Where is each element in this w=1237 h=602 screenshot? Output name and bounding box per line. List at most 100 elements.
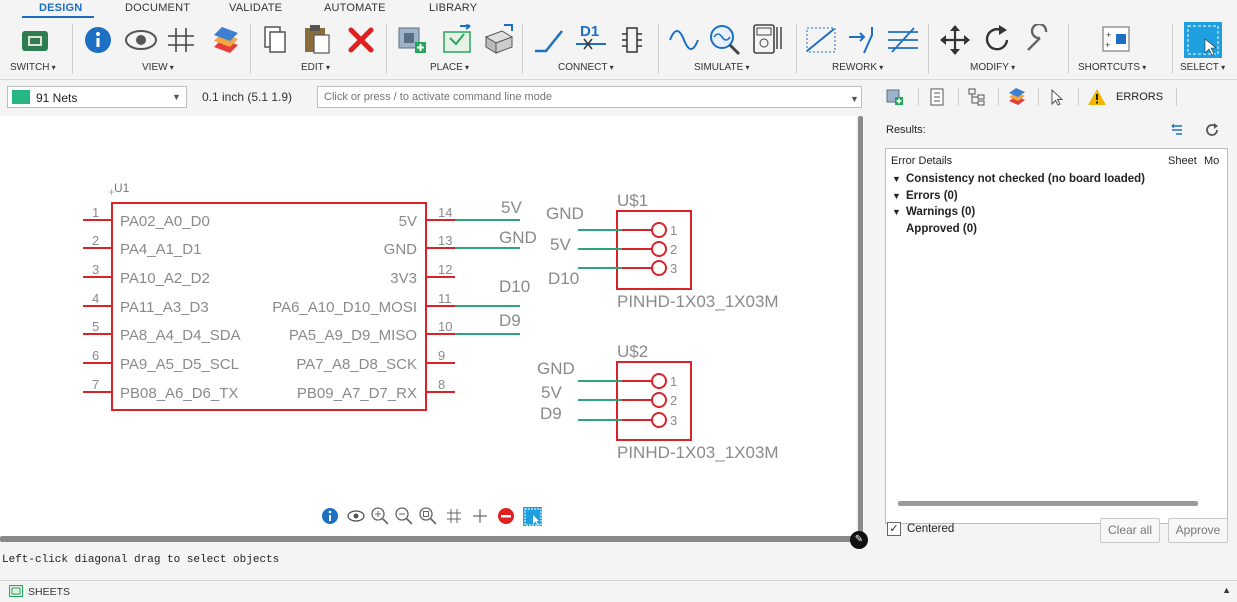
- expand-icon[interactable]: ▲: [1222, 585, 1231, 595]
- pin-number: 11: [438, 291, 452, 306]
- copy-icon[interactable]: [262, 25, 288, 55]
- tree-item-label: Approved (0): [906, 223, 977, 235]
- shortcuts-menu[interactable]: SHORTCUTS: [1078, 62, 1146, 73]
- scrollbar-thumb[interactable]: [858, 116, 863, 536]
- grid-icon[interactable]: [444, 506, 464, 526]
- us2-value: PINHD-1X03_1X03M: [617, 443, 779, 462]
- view-menu[interactable]: VIEW: [142, 62, 174, 73]
- delete-icon[interactable]: [346, 26, 376, 54]
- info-icon[interactable]: [320, 506, 340, 526]
- info-icon[interactable]: [84, 26, 112, 54]
- connect-menu[interactable]: CONNECT: [558, 62, 614, 73]
- status-message: Left-click diagonal drag to select objec…: [2, 554, 280, 566]
- add-part-icon[interactable]: [396, 25, 428, 55]
- tree-item-consistency[interactable]: ▼Consistency not checked (no board loade…: [892, 173, 1145, 185]
- tab-selection-icon[interactable]: [1046, 87, 1068, 107]
- schematic-canvas[interactable]: U1 + 1 2 3 4 5 6 7 PA02_: [0, 116, 856, 538]
- tab-add-part-icon[interactable]: [884, 87, 906, 107]
- place-menu[interactable]: PLACE: [430, 62, 469, 73]
- tab-layers-icon[interactable]: [1006, 87, 1028, 107]
- shortcuts-icon[interactable]: ++: [1100, 24, 1132, 54]
- multimeter-icon[interactable]: [750, 23, 786, 57]
- canvas-corner-icon[interactable]: ✎: [850, 531, 868, 549]
- chevron-down-icon[interactable]: ▼: [892, 174, 901, 184]
- sheets-bar[interactable]: SHEETS ▲: [0, 580, 1237, 602]
- stop-icon[interactable]: [496, 506, 516, 526]
- approve-button[interactable]: Approve: [1168, 518, 1228, 543]
- board-switch-icon[interactable]: [20, 27, 50, 55]
- pin-number: 2: [670, 242, 677, 257]
- eye-icon[interactable]: [346, 506, 366, 526]
- layer-select[interactable]: 91 Nets ▼: [7, 86, 187, 108]
- results-horizontal-scrollbar[interactable]: [898, 501, 1198, 506]
- waveform-icon[interactable]: [668, 26, 700, 54]
- simulate-menu[interactable]: SIMULATE: [694, 62, 750, 73]
- warning-icon[interactable]: [1086, 87, 1108, 107]
- column-header-error-details[interactable]: Error Details: [891, 155, 953, 167]
- wrench-icon[interactable]: [1022, 24, 1054, 56]
- rework-menu[interactable]: REWORK: [832, 62, 883, 73]
- name-label-icon[interactable]: D1: [574, 22, 608, 56]
- divider: [928, 24, 929, 74]
- us1-value: PINHD-1X03_1X03M: [617, 292, 779, 311]
- paste-icon[interactable]: [302, 23, 332, 55]
- tab-design[interactable]: DESIGN: [39, 2, 83, 14]
- tree-item-approved[interactable]: Approved (0): [892, 223, 977, 235]
- grid-icon[interactable]: [166, 26, 196, 54]
- layers-icon[interactable]: [210, 25, 240, 55]
- panel-tabs: ERRORS: [874, 84, 1237, 110]
- switch-menu[interactable]: SWITCH: [10, 62, 56, 73]
- tab-library[interactable]: LIBRARY: [429, 2, 478, 14]
- zoom-fit-icon[interactable]: [418, 506, 438, 526]
- rotate-icon[interactable]: [981, 24, 1013, 56]
- pin-number: 7: [92, 377, 99, 392]
- filter-icon[interactable]: [1169, 122, 1185, 138]
- eye-icon[interactable]: [124, 28, 158, 52]
- select-mode-icon[interactable]: [522, 506, 542, 526]
- split-wire-icon[interactable]: [846, 23, 880, 57]
- crosshair-icon[interactable]: [470, 506, 490, 526]
- pin-number: 1: [92, 205, 99, 220]
- rework-wire-icon[interactable]: [804, 25, 838, 55]
- pin-name: PA4_A1_D1: [120, 241, 201, 258]
- replace-part-icon[interactable]: [440, 24, 474, 56]
- tab-design-tree-icon[interactable]: [966, 87, 988, 107]
- net-icon[interactable]: [532, 25, 566, 55]
- chevron-down-icon[interactable]: ▼: [892, 207, 901, 217]
- select-menu[interactable]: SELECT: [1180, 62, 1225, 73]
- tab-automate[interactable]: AUTOMATE: [324, 2, 386, 14]
- edit-menu[interactable]: EDIT: [301, 62, 330, 73]
- refresh-icon[interactable]: [1203, 121, 1221, 139]
- pin-number: 1: [670, 374, 677, 389]
- layer-select-value: 91 Nets: [36, 91, 78, 105]
- tree-item-errors[interactable]: ▼ Errors (0): [892, 190, 958, 202]
- command-line-input[interactable]: [317, 86, 862, 108]
- bus-icon[interactable]: [886, 26, 920, 54]
- tab-properties-icon[interactable]: [926, 87, 948, 107]
- active-tab-indicator: [22, 16, 94, 19]
- move-icon[interactable]: [939, 24, 971, 56]
- select-icon[interactable]: [1183, 21, 1223, 59]
- 3d-package-icon[interactable]: [482, 23, 516, 55]
- pin-number: 13: [438, 233, 452, 248]
- chevron-down-icon[interactable]: ▼: [850, 94, 859, 104]
- zoom-in-icon[interactable]: [370, 506, 390, 526]
- pin-header-icon[interactable]: [620, 25, 644, 55]
- tab-document[interactable]: DOCUMENT: [125, 2, 191, 14]
- pin-number: 4: [92, 291, 99, 306]
- tab-validate[interactable]: VALIDATE: [229, 2, 283, 14]
- canvas-vertical-scrollbar[interactable]: [858, 116, 864, 536]
- column-header-sheet[interactable]: Sheet: [1168, 155, 1197, 167]
- modify-menu[interactable]: MODIFY: [970, 62, 1015, 73]
- zoom-out-icon[interactable]: [394, 506, 414, 526]
- tree-item-label: Errors (0): [906, 190, 958, 202]
- results-list[interactable]: Error Details Sheet Mo ▼Consistency not …: [885, 148, 1228, 524]
- canvas-horizontal-scrollbar[interactable]: [0, 536, 856, 542]
- tab-errors[interactable]: ERRORS: [1116, 91, 1164, 103]
- column-header-mode[interactable]: Mo: [1204, 155, 1220, 167]
- chevron-down-icon[interactable]: ▼: [892, 191, 901, 201]
- probe-search-icon[interactable]: [708, 23, 742, 57]
- tree-item-warnings[interactable]: ▼Warnings (0): [892, 206, 975, 218]
- centered-checkbox[interactable]: ✓: [887, 522, 901, 536]
- clear-all-button[interactable]: Clear all: [1100, 518, 1160, 543]
